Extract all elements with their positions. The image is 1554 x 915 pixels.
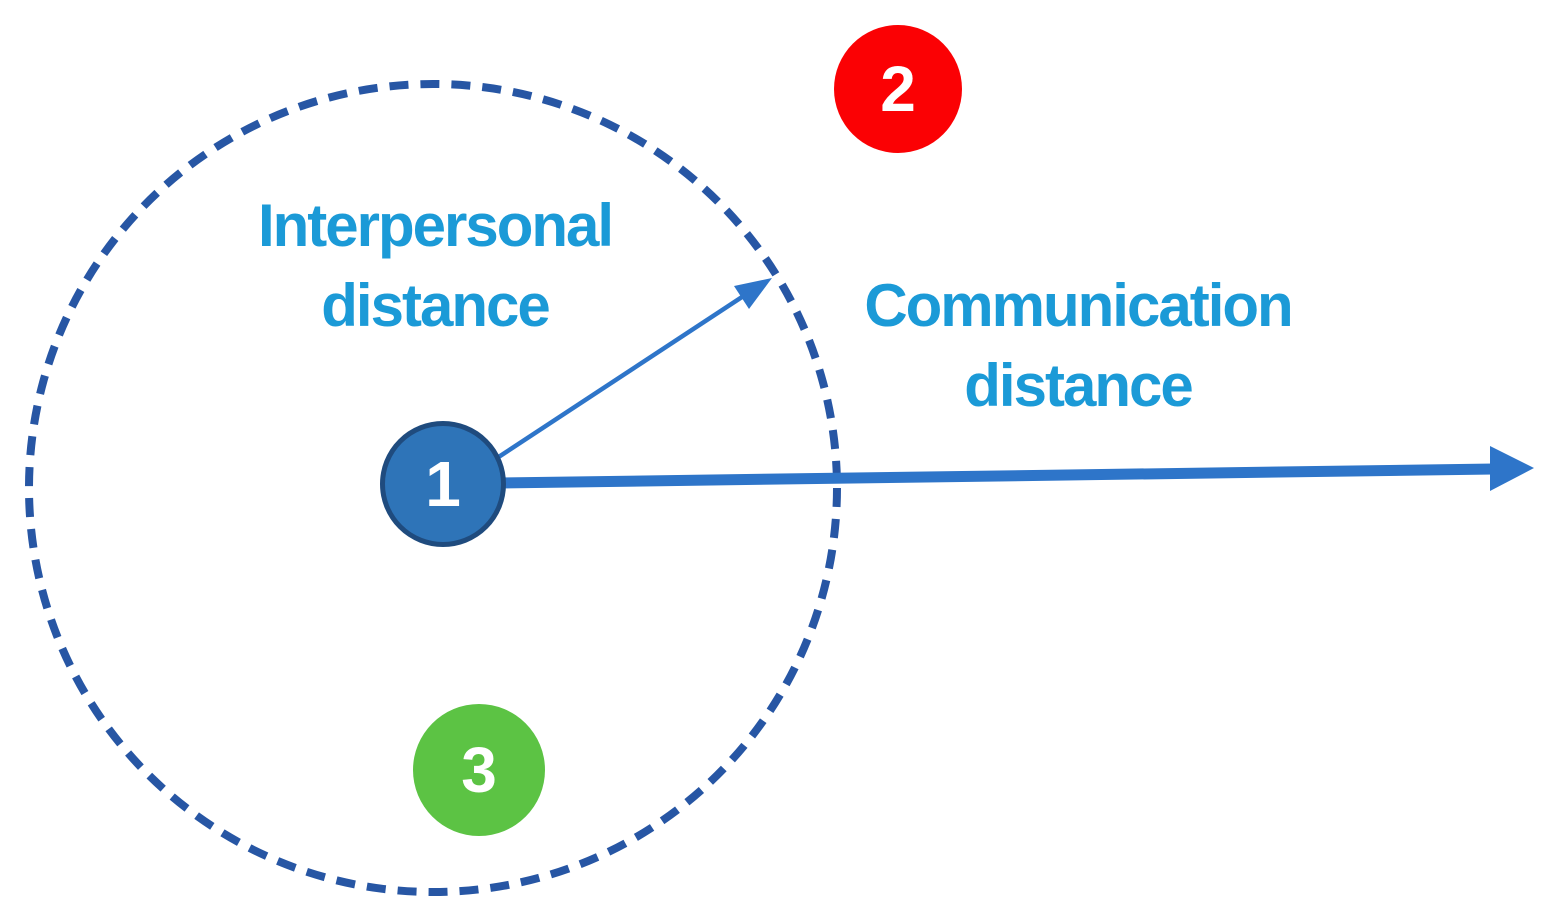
communication-distance-label: Communication distance	[778, 266, 1378, 426]
interpersonal-label-line1: Interpersonal	[257, 192, 614, 259]
person-node-3: 3	[413, 704, 545, 836]
person-node-1-number: 1	[425, 448, 461, 520]
interpersonal-distance-label: Interpersonal distance	[135, 186, 735, 346]
person-node-3-number: 3	[461, 734, 497, 806]
person-node-1: 1	[380, 421, 506, 547]
interpersonal-zone-dashed-circle	[25, 80, 841, 896]
communication-distance-arrowhead	[1490, 446, 1534, 491]
interpersonal-distance-arrowhead	[734, 278, 772, 309]
communication-distance-arrow	[498, 463, 1495, 489]
communication-label-line1: Communication	[864, 272, 1293, 339]
interpersonal-distance-arrow	[492, 295, 744, 462]
person-node-2: 2	[834, 25, 962, 153]
person-node-2-number: 2	[880, 53, 916, 125]
interpersonal-label-line2: distance	[321, 272, 550, 339]
communication-label-line2: distance	[964, 352, 1193, 419]
